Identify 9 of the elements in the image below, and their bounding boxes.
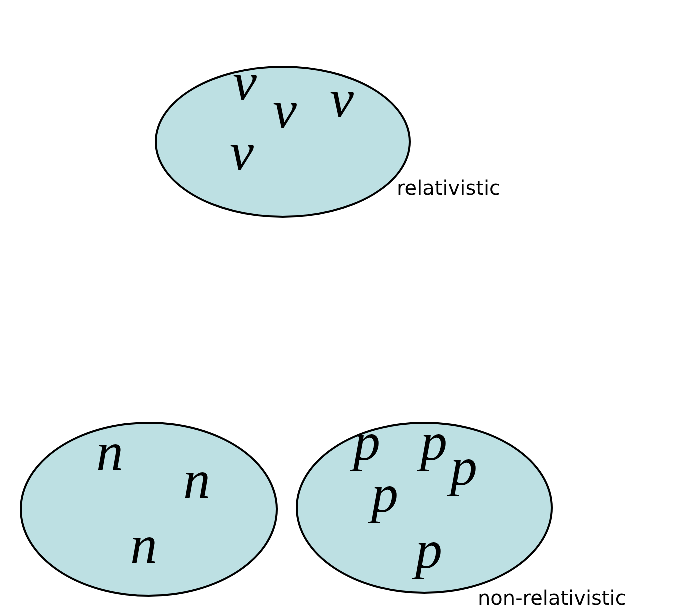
particle-symbol: ν (233, 55, 257, 109)
particle-symbol: n (96, 425, 124, 479)
region-label: non-relativistic (478, 586, 626, 610)
particle-symbol: ν (330, 72, 354, 126)
particle-symbol: ν (273, 83, 297, 137)
particle-symbol: ν (230, 125, 254, 179)
particle-symbol: n (130, 518, 158, 572)
particle-symbol: n (184, 453, 210, 507)
region-label: relativistic (397, 176, 501, 200)
